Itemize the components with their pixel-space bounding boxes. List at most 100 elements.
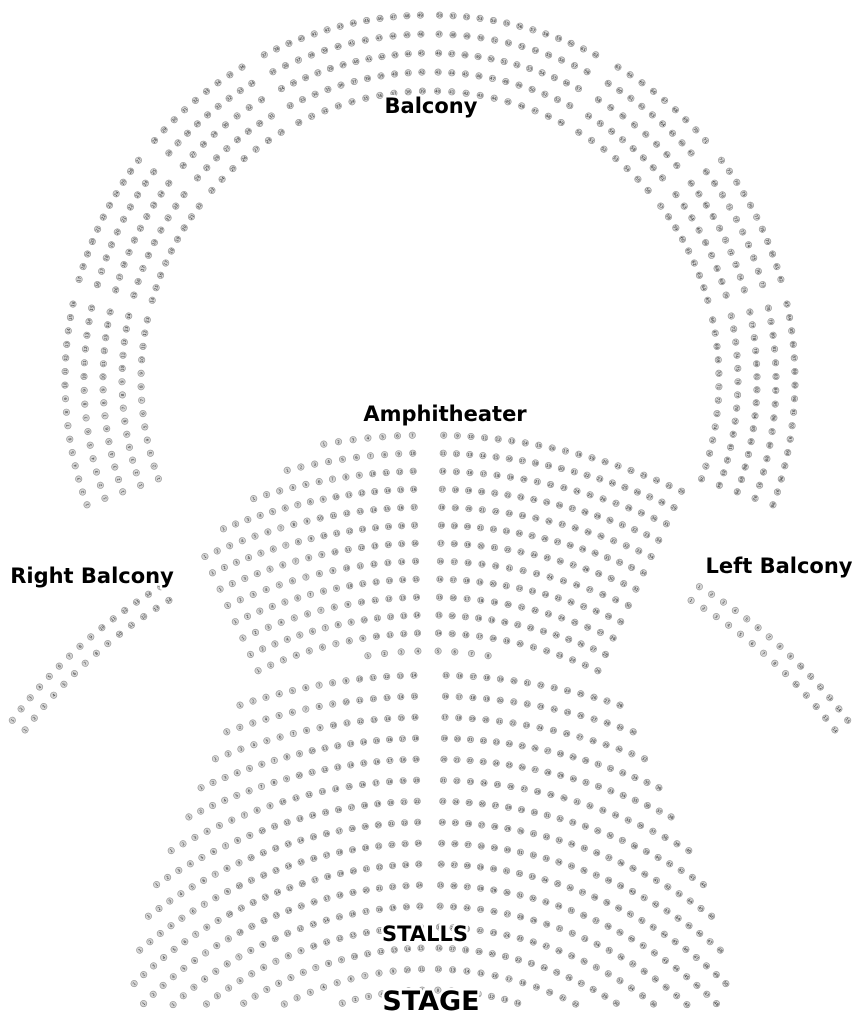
seat[interactable]: 20 [440, 755, 448, 763]
seat[interactable]: 54 [538, 69, 546, 77]
seat[interactable]: 17 [98, 267, 106, 275]
seat[interactable]: 15 [492, 453, 500, 461]
seat[interactable]: 32 [191, 96, 200, 105]
seat[interactable]: 35 [269, 67, 278, 76]
seat[interactable]: 17 [463, 595, 471, 603]
seat[interactable]: 16 [112, 286, 120, 294]
seat[interactable]: 8 [484, 652, 492, 660]
seat[interactable]: 6 [103, 425, 111, 433]
seat[interactable]: 43 [336, 22, 344, 30]
seat[interactable]: 4 [167, 921, 176, 930]
seat[interactable]: 31 [307, 112, 315, 120]
seat[interactable]: 18 [451, 486, 460, 494]
seat[interactable]: 6 [259, 963, 268, 972]
seat[interactable]: 13 [358, 525, 367, 533]
seat[interactable]: 44 [404, 50, 412, 58]
seat[interactable]: 5 [338, 455, 347, 463]
seat[interactable]: 36 [655, 783, 663, 791]
seat[interactable]: 4 [283, 635, 291, 643]
seat[interactable]: 92 [751, 494, 759, 502]
seat[interactable]: 4 [35, 682, 44, 691]
seat[interactable]: 20 [478, 488, 486, 496]
seat[interactable]: 5 [434, 647, 442, 655]
seat[interactable]: 30 [607, 574, 615, 582]
seat[interactable]: 6 [315, 478, 323, 486]
seat[interactable]: 69 [710, 179, 719, 188]
seat[interactable]: 72 [732, 215, 741, 224]
seat[interactable]: 35 [324, 85, 332, 93]
seat[interactable]: 2 [251, 992, 260, 1001]
seat[interactable]: 2 [297, 463, 305, 471]
seat[interactable]: 15 [297, 902, 305, 910]
seat[interactable]: 40 [334, 42, 342, 50]
seat[interactable]: 23 [556, 651, 564, 659]
seat[interactable]: 13 [63, 340, 71, 348]
seat[interactable]: 8 [290, 520, 298, 528]
seat[interactable]: 37 [314, 69, 322, 77]
seat[interactable]: 38 [604, 876, 612, 884]
seat[interactable]: 28 [544, 768, 552, 776]
seat[interactable]: 4 [256, 511, 264, 519]
seat[interactable]: 3 [221, 773, 229, 782]
seat[interactable]: 20 [510, 677, 518, 685]
seat[interactable]: 5 [263, 737, 271, 745]
seat[interactable]: 10 [409, 449, 417, 457]
seat[interactable]: 39 [616, 881, 625, 890]
seat[interactable]: 21 [478, 506, 486, 514]
seat[interactable]: 16 [448, 612, 456, 620]
seat[interactable]: 89 [763, 455, 771, 463]
seat[interactable]: 3 [156, 929, 165, 938]
seat[interactable]: 19 [399, 777, 407, 785]
seat[interactable]: 10 [350, 952, 359, 961]
seat[interactable]: 2 [231, 520, 240, 528]
seat[interactable]: 19 [83, 250, 92, 258]
seat[interactable]: 28 [571, 524, 579, 532]
seat[interactable]: 84 [772, 386, 780, 394]
seat[interactable]: 15 [106, 308, 114, 316]
seat[interactable]: 60 [567, 39, 575, 47]
seat[interactable]: 5 [296, 631, 304, 639]
seat[interactable]: 8 [212, 941, 221, 950]
seat[interactable]: 61 [626, 94, 635, 103]
seat[interactable]: 1 [169, 1000, 178, 1009]
seat[interactable]: 17 [561, 447, 570, 455]
seat[interactable]: 4 [200, 975, 209, 984]
seat[interactable]: 17 [139, 264, 147, 272]
seat[interactable]: 1 [21, 725, 30, 734]
seat[interactable]: 98 [769, 501, 777, 509]
seat[interactable]: 46 [475, 72, 483, 80]
seat[interactable]: 12 [358, 489, 366, 497]
seat[interactable]: 41 [348, 39, 356, 47]
seat[interactable]: 17 [461, 613, 469, 621]
seat[interactable]: 56 [557, 56, 565, 64]
seat[interactable]: 6 [84, 428, 92, 436]
seat[interactable]: 13 [309, 920, 317, 928]
seat[interactable]: 8 [284, 952, 292, 960]
seat[interactable]: 16 [349, 910, 357, 918]
seat[interactable]: 16 [93, 281, 101, 289]
seat[interactable]: 29 [530, 916, 538, 924]
seat[interactable]: 79 [752, 347, 760, 355]
seat[interactable]: 28 [599, 590, 607, 598]
seat[interactable]: 12 [283, 818, 291, 826]
seat[interactable]: 18 [519, 979, 527, 987]
seat[interactable]: 6 [264, 528, 272, 536]
seat[interactable]: 34 [619, 791, 627, 799]
seat[interactable]: 5 [247, 969, 256, 978]
seat[interactable]: 8 [381, 451, 389, 459]
seat[interactable]: 26 [531, 744, 539, 752]
seat[interactable]: 75 [709, 436, 717, 444]
seat[interactable]: 28 [534, 787, 542, 796]
seat[interactable]: 11 [127, 621, 136, 630]
seat[interactable]: 25 [149, 167, 158, 176]
seat[interactable]: 22 [388, 841, 396, 849]
seat[interactable]: 77 [734, 391, 742, 399]
seat[interactable]: 12 [120, 338, 128, 346]
seat[interactable]: 7 [361, 972, 369, 980]
seat[interactable]: 13 [821, 714, 830, 723]
seat[interactable]: 30 [294, 118, 303, 127]
seat[interactable]: 14 [463, 967, 471, 975]
seat[interactable]: 12 [370, 560, 378, 568]
seat[interactable]: 25 [451, 819, 459, 827]
seat[interactable]: 57 [570, 61, 578, 69]
